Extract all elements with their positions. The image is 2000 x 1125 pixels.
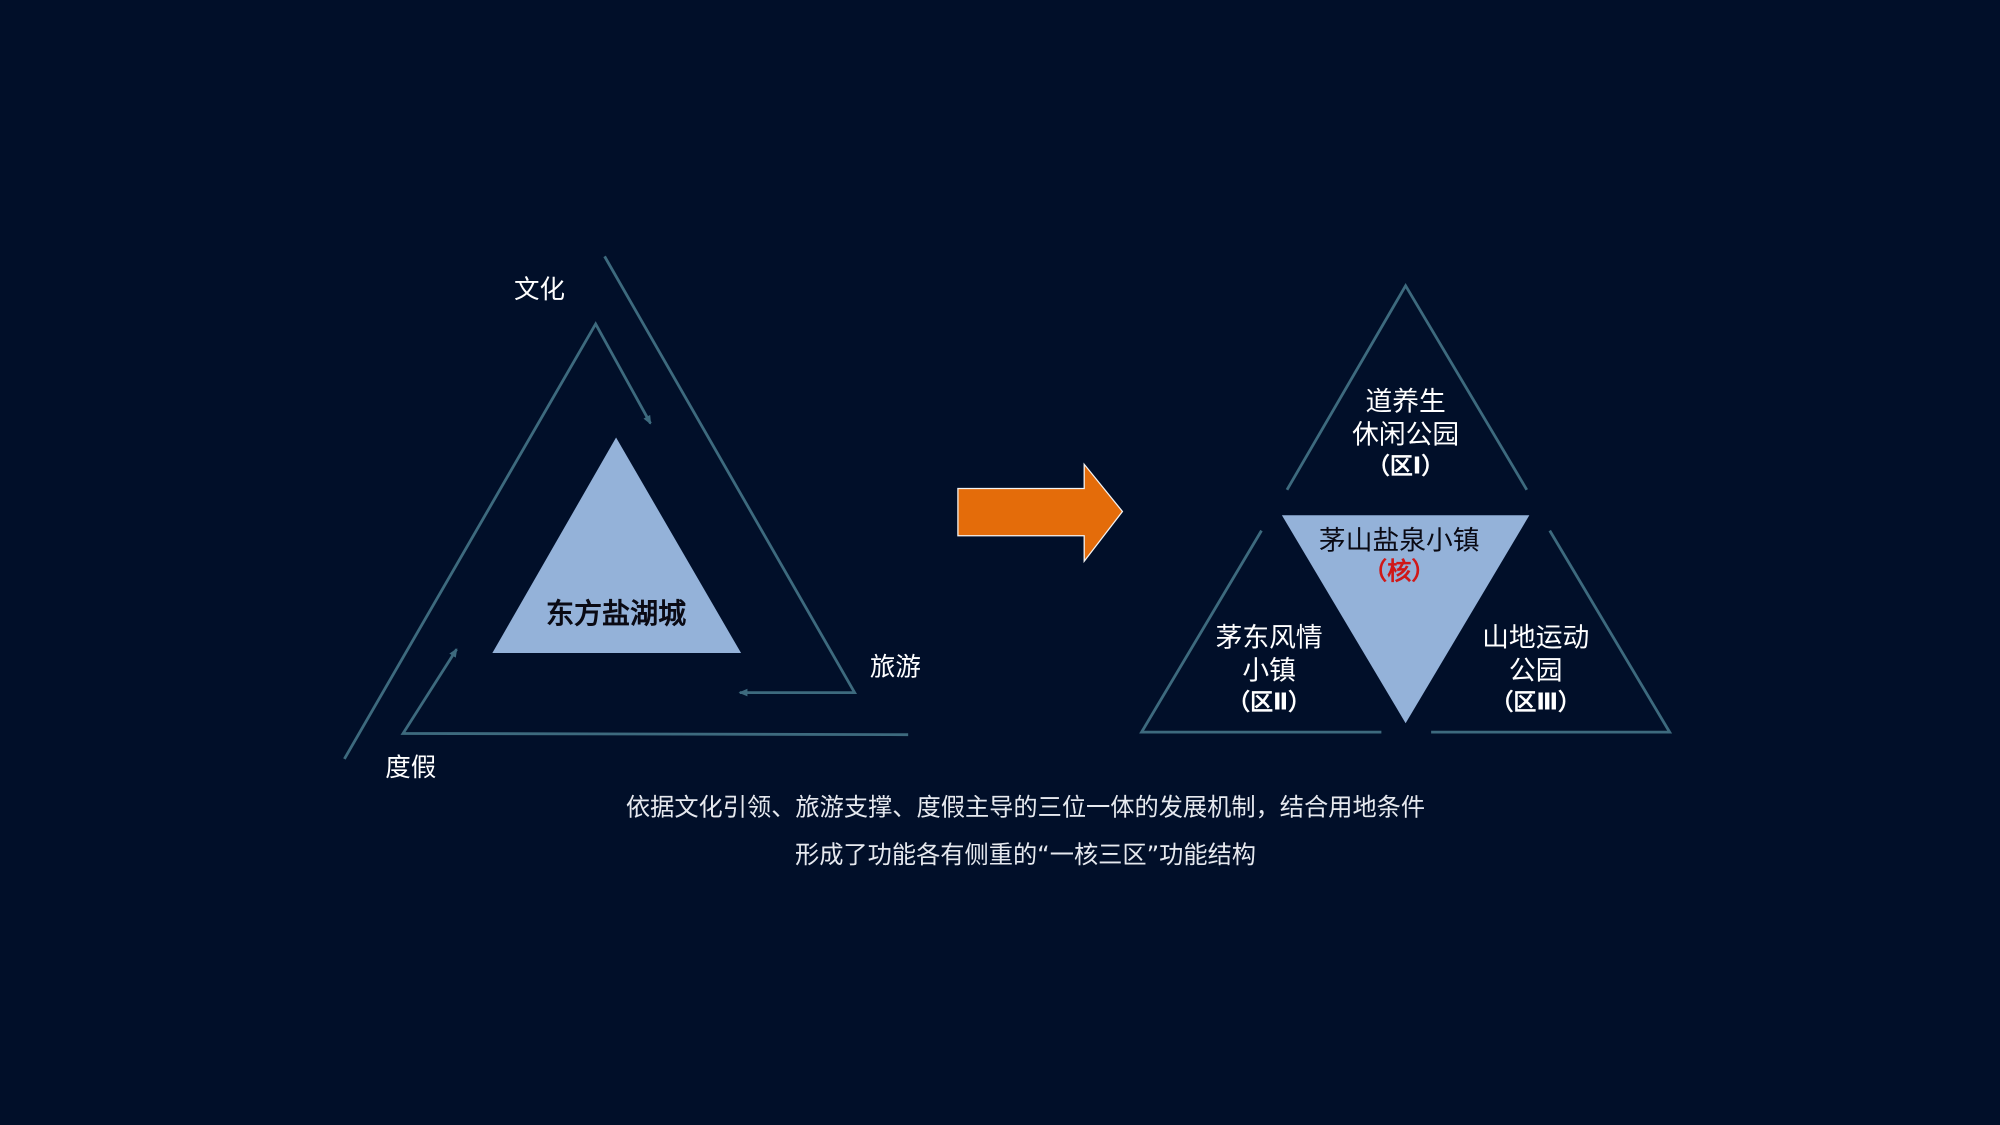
left-zone-line2: 小镇	[1242, 656, 1296, 687]
tourism-label: 旅游	[870, 652, 921, 682]
caption-line1: 依据文化引领、旅游支撑、度假主导的三位一体的发展机制，结合用地条件	[626, 794, 1425, 822]
culture-arrow-line	[343, 321, 652, 760]
right-zone-outline	[1431, 529, 1673, 734]
vacation-label: 度假	[385, 753, 436, 783]
top-zone-line1: 道养生	[1365, 387, 1445, 418]
center-label: 东方盐湖城	[546, 597, 686, 630]
left-zone-line1: 茅东风情	[1216, 623, 1323, 654]
top-zone-line2: 休闲公园	[1352, 420, 1459, 451]
culture-label: 文化	[514, 275, 565, 305]
right-zone-line2: 公园	[1509, 656, 1563, 687]
one-core-three-zones-diagram: 道养生 休闲公园 （区Ⅰ） 茅山盐泉小镇 （核） 茅东风情 小镇 （区Ⅱ） 山地…	[1139, 282, 1673, 734]
left-cycle-diagram: 东方盐湖城 文化 旅游 度假	[343, 255, 921, 783]
core-triangle	[1281, 515, 1530, 724]
right-zone-tag: （区Ⅲ）	[1490, 688, 1581, 715]
caption-line2: 形成了功能各有侧重的“一核三区”功能结构	[795, 841, 1256, 869]
vacation-arrow-line	[400, 648, 909, 737]
center-triangle	[492, 437, 742, 654]
right-arrow-icon	[957, 462, 1124, 564]
left-zone-tag: （区Ⅱ）	[1227, 688, 1311, 715]
core-line1: 茅山盐泉小镇	[1319, 526, 1480, 557]
right-zone-line1: 山地运动	[1482, 623, 1589, 654]
top-zone-tag: （区Ⅰ）	[1367, 452, 1444, 479]
tourism-arrow-line	[603, 255, 858, 697]
core-tag: （核）	[1363, 558, 1436, 586]
left-zone-outline	[1139, 529, 1382, 734]
top-zone-outline	[1285, 282, 1528, 491]
